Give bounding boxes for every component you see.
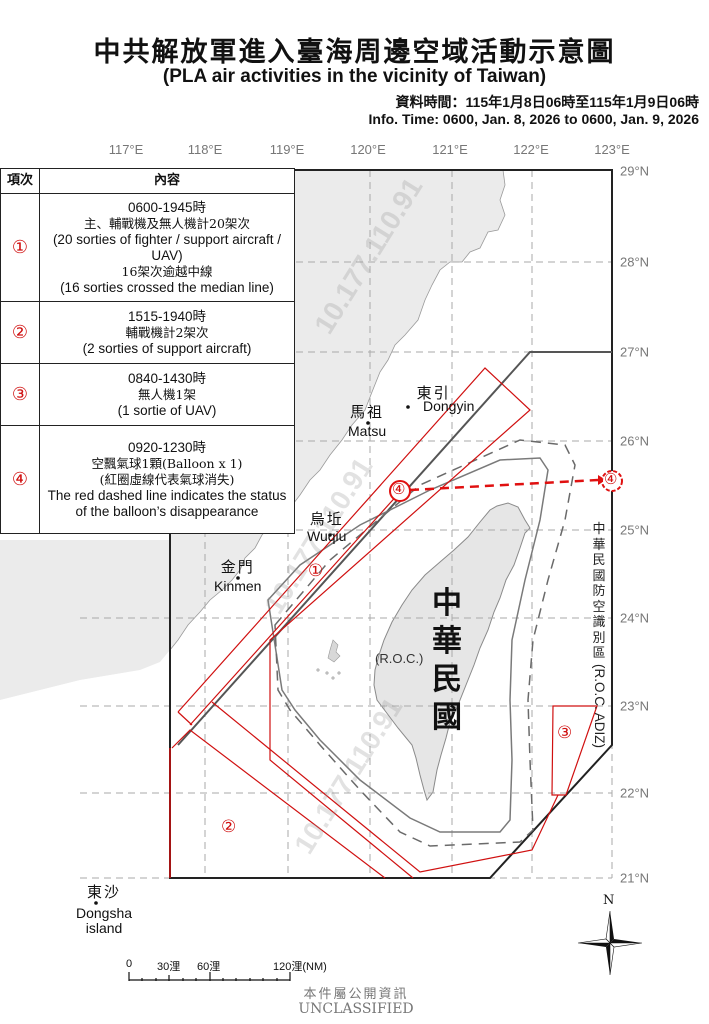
- dongsha-dot: [94, 901, 98, 905]
- activity-area-3: [551, 705, 598, 796]
- legend-zh-4: 空飄氣球1顆(Balloon x 1): [91, 455, 243, 471]
- legend-zh-1: 主、輔戰機及無人機計20架次: [84, 215, 250, 231]
- place-wuqiu-zh: 烏坵: [309, 510, 344, 528]
- legend-row-1: ① 0600-1945時 主、輔戰機及無人機計20架次 (20 sorties …: [0, 193, 295, 302]
- legend-en2-1: (16 sorties crossed the median line): [60, 279, 274, 295]
- lat-label-27: 27°N: [620, 344, 650, 360]
- kinmen-dot: [236, 576, 240, 580]
- legend-header-row: 項次 內容: [0, 168, 295, 194]
- lat-label-26: 26°N: [620, 433, 650, 449]
- scale-bar: [128, 972, 291, 981]
- scale-label-0: 0: [126, 958, 133, 970]
- legend-row-2: ② 1515-1940時 輔戰機計2架次 (2 sorties of suppo…: [0, 301, 295, 364]
- outer-dashed-line: [274, 439, 576, 847]
- area-marker-1: ①: [308, 561, 324, 581]
- legend-time-3: 0840-1430時: [127, 370, 207, 386]
- adiz-label-en: (R.O.C. ADIZ): [591, 663, 607, 748]
- footer-zh: 本件屬公開資訊: [303, 987, 409, 1002]
- lon-label-121: 121°E: [432, 142, 468, 157]
- scale-label-30: 30浬: [157, 961, 181, 973]
- place-dongyin-en: Dongyin: [423, 398, 475, 414]
- legend-table: 項次 內容 ① 0600-1945時 主、輔戰機及無人機計20架次 (20 so…: [0, 168, 295, 534]
- legend-marker-1: ①: [0, 193, 40, 302]
- place-dongsha-en: Dongsha: [76, 905, 133, 921]
- mainland-west-landmass: [0, 540, 170, 700]
- area-marker-3: ③: [557, 723, 573, 743]
- legend-en-2: (2 sorties of support aircraft): [82, 340, 252, 356]
- legend-en2-4: The red dashed line indicates the status…: [47, 487, 287, 519]
- balloon-marker-start: ④: [392, 480, 406, 498]
- legend-row-3: ③ 0840-1430時 無人機1架 (1 sortie of UAV): [0, 363, 295, 426]
- legend-en-3: (1 sortie of UAV): [117, 402, 217, 418]
- lon-label-119: 119°E: [269, 142, 305, 157]
- info-time-en: Info. Time: 0600, Jan. 8, 2026 to 0600, …: [368, 111, 699, 127]
- place-matsu: 馬祖 Matsu: [348, 405, 386, 439]
- place-kinmen-en: Kinmen: [214, 578, 262, 594]
- activity-area-2: [171, 701, 559, 879]
- legend-zh-3: 無人機1架: [138, 386, 196, 402]
- lat-label-22: 22°N: [620, 785, 650, 801]
- scale-label-60: 60浬: [197, 961, 221, 973]
- contiguous-zone-line: [267, 457, 549, 833]
- matsu-dot: [366, 421, 370, 425]
- info-time-zh: 資料時間：115年1月8日06時至115年1月9日06時: [395, 94, 699, 110]
- place-dongyin: 東引 Dongyin: [393, 384, 475, 414]
- legend-col-item: 項次: [0, 168, 40, 194]
- legend-row-4: ④ 0920-1230時 空飄氣球1顆(Balloon x 1) (紅圈虛線代表…: [0, 425, 295, 534]
- place-kinmen: 金門 Kinmen: [214, 560, 261, 594]
- wuqiu-dot: [328, 533, 332, 537]
- legend-time-1: 0600-1945時: [127, 199, 207, 215]
- legend-time-4: 0920-1230時: [127, 439, 207, 455]
- roc-label-zh: 中華民國: [432, 586, 462, 735]
- compass-north-label: N: [603, 893, 615, 908]
- lat-label-28: 28°N: [620, 254, 650, 270]
- scale-label-120: 120浬(NM): [273, 961, 327, 973]
- map-title: 中共解放軍進入臺海周邊空域活動示意圖: [93, 37, 616, 68]
- area-marker-2: ②: [221, 817, 237, 837]
- legend-zh2-1: 16架次逾越中線: [121, 263, 213, 279]
- lat-label-23: 23°N: [620, 698, 650, 714]
- place-dongsha: 東沙 Dongsha island: [76, 885, 132, 936]
- adiz-label: 中華民國防空識別區 (R.O.C. ADIZ): [590, 522, 608, 748]
- lat-label-21: 21°N: [620, 870, 650, 886]
- balloon-track-dashed: [409, 478, 599, 492]
- compass-rose: [577, 910, 643, 976]
- lon-label-122: 122°E: [513, 142, 549, 157]
- legend-zh-2: 輔戰機計2架次: [125, 324, 209, 340]
- penghu-islands: [316, 639, 341, 680]
- map-subtitle: (PLA air activities in the vicinity of T…: [162, 66, 547, 87]
- activity-area-1: [177, 367, 531, 879]
- lon-label-123: 123°E: [594, 142, 630, 157]
- place-dongyin-zh: 東引: [416, 384, 451, 402]
- balloon-start-circle: [389, 480, 411, 502]
- lat-label-24: 24°N: [620, 610, 650, 626]
- legend-marker-2: ②: [0, 301, 40, 364]
- legend-en-1: (20 sorties of fighter / support aircraf…: [52, 231, 282, 263]
- place-dongsha-en2: island: [85, 920, 123, 936]
- place-kinmen-zh: 金門: [220, 558, 255, 576]
- lon-label-117: 117°E: [108, 142, 144, 157]
- dongyin-dot: [406, 405, 410, 409]
- lat-label-25: 25°N: [620, 522, 650, 538]
- place-wuqiu: 烏坵 Wuqiu: [307, 512, 346, 544]
- adiz-northeast-line: [177, 351, 612, 746]
- lon-label-118: 118°E: [187, 142, 223, 157]
- balloon-end-circle: [601, 470, 623, 492]
- balloon-marker-end: ④: [604, 470, 618, 488]
- adiz-label-zh: 中華民國防空識別區: [592, 522, 606, 661]
- place-wuqiu-en: Wuqiu: [307, 528, 347, 544]
- legend-zh2-4: (紅圈虛線代表氣球消失): [99, 471, 235, 487]
- legend-marker-3: ③: [0, 363, 40, 426]
- place-dongsha-zh: 東沙: [87, 883, 122, 901]
- lat-label-29: 29°N: [620, 163, 650, 179]
- legend-marker-4: ④: [0, 425, 40, 534]
- activity-area-1-inner: [177, 491, 401, 726]
- place-matsu-zh: 馬祖: [350, 403, 385, 421]
- footer-en: UNCLASSIFIED: [298, 1001, 414, 1017]
- roc-label-en: (R.O.C.): [375, 651, 424, 666]
- legend-col-content: 內容: [39, 168, 295, 194]
- lon-label-120: 120°E: [350, 142, 386, 157]
- legend-time-2: 1515-1940時: [127, 308, 207, 324]
- place-matsu-en: Matsu: [348, 423, 387, 439]
